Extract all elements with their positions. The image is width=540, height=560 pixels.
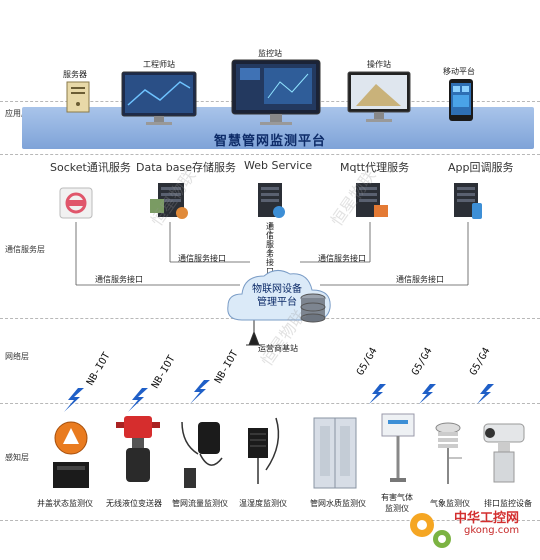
interface-label-4: 通信服务接口: [396, 275, 444, 284]
outfall-camera-icon: [478, 418, 530, 488]
manhole-sensor-icon: [47, 418, 95, 493]
mobile-label: 移动平台: [443, 67, 475, 76]
flow-meter-icon: [176, 414, 226, 494]
server-icon: [65, 80, 93, 114]
separator-net: [0, 403, 540, 404]
temp-humidity-icon: [236, 414, 288, 492]
sensor-label-6: 气象监测仪: [430, 499, 470, 508]
service-web-label: Web Service: [244, 159, 313, 172]
sensor-label-4: 管网水质监测仪: [310, 499, 366, 508]
app-server-icon: [448, 181, 488, 221]
service-socket-label: Socket通讯服务: [50, 161, 131, 174]
weather-station-icon: [428, 418, 468, 488]
server-label: 服务器: [63, 70, 87, 79]
operator-icon: [346, 70, 412, 126]
monitor-label: 监控站: [258, 49, 282, 58]
workstation-icon: [120, 70, 198, 128]
database-server-icon: [148, 181, 192, 221]
separator-bottom: [0, 520, 540, 521]
water-quality-cabinet-icon: [310, 414, 360, 494]
separator-app: [0, 154, 540, 155]
service-mqtt-label: Mqtt代理服务: [340, 161, 410, 174]
layer-label-net: 网络层: [5, 352, 29, 361]
logo-name: 中华工控网: [454, 511, 520, 526]
sensor-label-3: 温湿度监测仪: [239, 499, 287, 508]
level-transmitter-icon: [112, 412, 164, 492]
cloud-line1: 物联网设备: [252, 284, 302, 295]
interface-label-3: 通信服务接口: [318, 254, 366, 263]
logo-url: gkong.com: [464, 525, 520, 536]
interface-label-1: 通信服务接口: [95, 275, 143, 284]
sensor-label-2: 管网流量监测仪: [172, 499, 228, 508]
platform-title: 智慧管网监测平台: [213, 134, 326, 149]
interface-label-vertical: 通 信 服 务 接 口: [266, 222, 274, 276]
sensor-label-5: 有害气体 监测仪: [381, 493, 413, 513]
web-server-icon: [252, 181, 288, 221]
base-station-label: 运营商基站: [258, 344, 298, 353]
sensor-label-7: 排口监控设备: [484, 499, 532, 508]
mqtt-server-icon: [350, 181, 390, 221]
gas-detector-icon: [378, 410, 418, 486]
sensor-label-0: 井盖状态监测仪: [37, 499, 93, 508]
socket-service-icon: [58, 186, 94, 220]
gkong-logo: 中华工控网 gkong.com: [404, 503, 536, 555]
workstation-label: 工程师站: [143, 60, 175, 69]
database-cylinder-icon: [299, 293, 327, 323]
sensor-label-1: 无线液位变送器: [106, 499, 162, 508]
cloud-line2: 管理平台: [257, 297, 297, 308]
layer-label-app: 应用层: [5, 109, 29, 118]
gear-icon: [410, 513, 451, 548]
layer-label-comm: 通信服务层: [5, 245, 45, 254]
operator-label: 操作站: [367, 60, 391, 69]
mobile-icon: [447, 77, 475, 123]
service-app-label: App回调服务: [448, 161, 514, 174]
layer-label-sense: 感知层: [5, 453, 29, 462]
service-database-label: Data base存储服务: [136, 161, 236, 174]
interface-label-2: 通信服务接口: [178, 254, 226, 263]
cloud-title: 物联网设备 管理平台: [248, 283, 306, 309]
monitor-icon: [230, 58, 322, 128]
